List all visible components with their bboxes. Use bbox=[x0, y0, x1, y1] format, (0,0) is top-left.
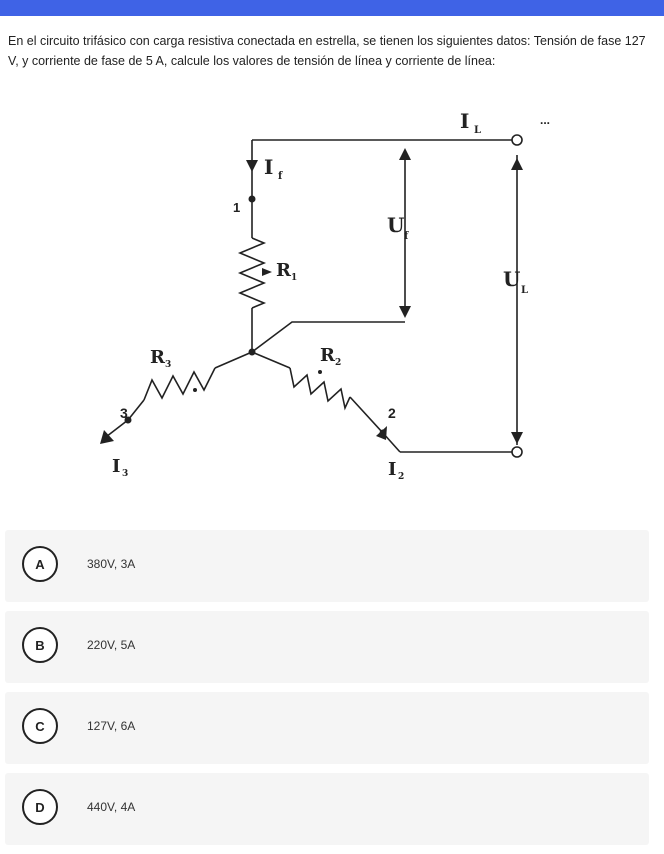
label-node-2: 2 bbox=[388, 405, 396, 421]
circuit-diagram: I L ... I f 1 U f U L R 1 R 2 R 3 2 3 I … bbox=[80, 100, 600, 500]
label-r2-sub: 2 bbox=[335, 358, 341, 368]
label-if-sub: f bbox=[278, 171, 283, 182]
label-ul-sub: L bbox=[521, 285, 528, 296]
option-b-badge[interactable]: B bbox=[22, 627, 58, 663]
label-r3: R bbox=[150, 347, 166, 368]
label-r2: R bbox=[320, 345, 336, 366]
node-neutral bbox=[248, 348, 256, 356]
option-d-text: 440V, 4A bbox=[87, 800, 136, 814]
label-i3: I bbox=[112, 456, 120, 477]
label-r1: R bbox=[276, 260, 292, 281]
label-il-sub: L bbox=[474, 125, 481, 136]
arrow-uf-up-head bbox=[399, 148, 411, 160]
wire-neutral-r2 bbox=[251, 351, 291, 369]
label-il: I bbox=[460, 109, 469, 133]
label-i2-sub: 2 bbox=[398, 472, 404, 482]
label-node-3: 3 bbox=[120, 405, 128, 421]
star-circuit-svg: I L ... I f 1 U f U L R 1 R 2 R 3 2 3 I … bbox=[100, 109, 550, 482]
node-3 bbox=[124, 416, 132, 424]
wire-r2-node2 bbox=[349, 396, 384, 434]
label-r1-sub: 1 bbox=[291, 273, 297, 283]
label-i2: I bbox=[388, 459, 396, 480]
arrow-ul-up-head bbox=[511, 158, 523, 170]
label-dots: ... bbox=[540, 113, 550, 127]
label-if: I bbox=[264, 155, 273, 179]
terminal-bottom bbox=[511, 446, 523, 458]
option-d[interactable]: D 440V, 4A bbox=[5, 773, 649, 845]
option-a-text: 380V, 3A bbox=[87, 557, 136, 571]
top-bar bbox=[0, 0, 664, 16]
arrow-r1-marker bbox=[262, 268, 272, 276]
arrow-ul-down-head bbox=[511, 432, 523, 444]
r2-marker bbox=[318, 370, 322, 374]
option-a[interactable]: A 380V, 3A bbox=[5, 530, 649, 602]
option-c[interactable]: C 127V, 6A bbox=[5, 692, 649, 764]
label-node-1: 1 bbox=[233, 200, 240, 215]
label-uf: U bbox=[387, 213, 404, 237]
terminal-top bbox=[511, 134, 523, 146]
option-b-text: 220V, 5A bbox=[87, 638, 136, 652]
wire-r3-node3 bbox=[127, 399, 145, 421]
wire-neutral-r3 bbox=[214, 351, 253, 369]
option-c-badge[interactable]: C bbox=[22, 708, 58, 744]
arrow-uf-down-head bbox=[399, 306, 411, 318]
option-c-text: 127V, 6A bbox=[87, 719, 136, 733]
question-text: En el circuito trifásico con carga resis… bbox=[8, 34, 646, 68]
label-r3-sub: 3 bbox=[165, 360, 171, 370]
arrow-i3-head bbox=[100, 430, 114, 444]
node-1 bbox=[248, 195, 256, 203]
resistor-r2 bbox=[289, 367, 351, 411]
wire-uf-reference bbox=[251, 321, 405, 353]
r3-marker bbox=[193, 388, 197, 392]
option-d-badge[interactable]: D bbox=[22, 789, 58, 825]
resistor-r3 bbox=[143, 367, 216, 401]
option-b[interactable]: B 220V, 5A bbox=[5, 611, 649, 683]
label-i3-sub: 3 bbox=[122, 469, 128, 479]
option-a-badge[interactable]: A bbox=[22, 546, 58, 582]
arrow-if-head bbox=[246, 160, 258, 172]
node-2 bbox=[379, 429, 387, 437]
resistor-r1 bbox=[237, 237, 267, 309]
label-uf-sub: f bbox=[404, 231, 409, 242]
label-ul: U bbox=[503, 267, 520, 291]
